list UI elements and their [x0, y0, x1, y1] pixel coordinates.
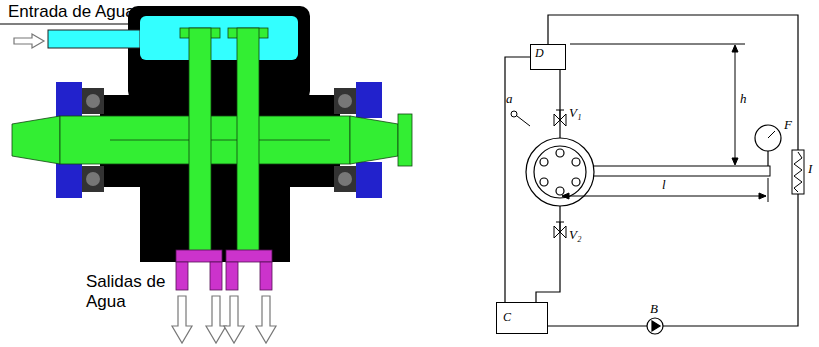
pump-symbol: [647, 318, 663, 334]
outlet-nozzles: [176, 250, 272, 290]
valve-symbol: [554, 110, 566, 238]
outlet-arrows: [172, 296, 276, 343]
shaft: [12, 114, 412, 166]
tank: C: [496, 302, 548, 334]
pump-label: B: [650, 302, 658, 317]
gauge-label: F: [784, 118, 792, 133]
dimension-label: l: [662, 178, 666, 193]
outlet-label: Salidas de Agua: [86, 272, 174, 311]
valve-label: V₁: [569, 106, 581, 121]
arm: [580, 125, 781, 176]
tank: D: [530, 44, 566, 70]
water-chamber: [140, 16, 298, 60]
housing-lower: [140, 180, 290, 262]
heater-symbol: [792, 150, 804, 194]
inlet-pipe: [48, 30, 140, 48]
tank-letter: D: [535, 47, 544, 60]
dimension-label: h: [740, 92, 747, 107]
rotation-mark: [511, 111, 530, 126]
heater-label: I: [808, 162, 812, 177]
distributor-pistons: [180, 28, 268, 252]
rotation-label: a: [506, 92, 513, 107]
inlet-cap: [128, 6, 310, 101]
inlet-arrow: [14, 34, 44, 48]
valve-label: V₂: [569, 228, 581, 243]
dimension-lines: [562, 44, 768, 202]
tank-letter: C: [503, 311, 511, 324]
inlet-label: Entrada de Agua: [8, 2, 135, 22]
